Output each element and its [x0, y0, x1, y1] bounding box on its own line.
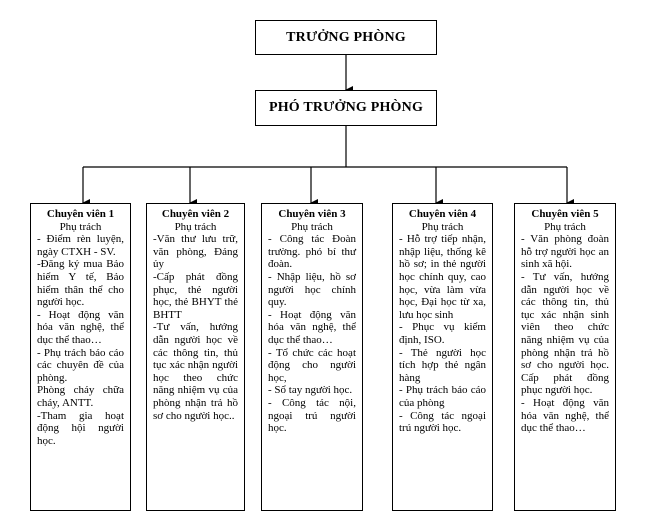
- specialist-1-item: Phòng cháy chữa cháy, ANTT.: [37, 384, 124, 409]
- specialist-2-item: -Cấp phát đồng phục, thẻ người học, thẻ …: [153, 270, 238, 321]
- specialist-1-subtitle: Phụ trách: [59, 220, 102, 233]
- specialist-5-item: - Văn phòng đoàn hỗ trợ người học an sin…: [521, 233, 609, 271]
- specialist-1-box: Chuyên viên 1 Phụ trách - Điểm rèn luyện…: [30, 203, 131, 511]
- specialist-1-item: -Đăng ký mua Bảo hiểm Y tế, Bảo hiểm thâ…: [37, 258, 124, 309]
- deputy-title: PHÓ TRƯỞNG PHÒNG: [268, 100, 424, 115]
- specialist-5-item: - Tư vấn, hướng dẫn người học về các thô…: [521, 270, 609, 397]
- specialist-2-item: -Văn thư lưu trữ, văn phòng, Đảng ủy: [153, 233, 238, 271]
- specialist-3-item: - Nhập liệu, hồ sơ người học chính quy.: [268, 270, 356, 309]
- specialist-5-item: - Hoạt động văn hóa văn nghệ, thể dục th…: [521, 396, 609, 435]
- specialist-4-item: - Thẻ người học tích hợp thẻ ngân hàng: [399, 346, 486, 384]
- specialist-5-title: Chuyên viên 5: [531, 208, 599, 220]
- specialist-4-item: - Công tác ngoại trú người học.: [399, 409, 486, 435]
- specialist-2-item: -Tư vấn, hướng dẫn người học về các thôn…: [153, 321, 238, 422]
- head-box: TRƯỞNG PHÒNG: [255, 20, 437, 55]
- specialist-1-item: - Phụ trách báo cáo các chuyên đề của ph…: [37, 346, 124, 384]
- specialist-3-item: - Công tác nội, ngoại trú người học.: [268, 396, 356, 435]
- specialist-5-subtitle: Phụ trách: [544, 220, 586, 233]
- specialist-2-subtitle: Phụ trách: [174, 220, 217, 233]
- specialist-3-item: - Công tác Đoàn trường. phó bí thư đoàn.: [268, 233, 356, 271]
- specialist-4-subtitle: Phụ trách: [421, 220, 464, 233]
- specialist-4-title: Chuyên viên 4: [408, 208, 477, 220]
- specialist-3-item: - Sổ tay người học.: [268, 384, 353, 397]
- specialist-4-item: - Hỗ trợ tiếp nhận, nhập liệu, thống kê …: [399, 233, 486, 321]
- specialist-3-subtitle: Phụ trách: [291, 220, 333, 233]
- specialist-2-box: Chuyên viên 2 Phụ trách -Văn thư lưu trữ…: [146, 203, 245, 511]
- specialist-1-item: - Hoạt động văn hóa văn nghệ, thể dục th…: [37, 308, 124, 346]
- specialist-3-item: - Hoạt động văn hóa văn nghệ, thể dục th…: [268, 308, 356, 346]
- specialist-1-title: Chuyên viên 1: [46, 208, 115, 220]
- specialist-4-item: - Phục vụ kiểm định, ISO.: [399, 321, 486, 346]
- specialist-1-item: -Tham gia hoạt động hội người học.: [37, 409, 124, 447]
- specialist-3-title: Chuyên viên 3: [278, 208, 346, 220]
- specialist-5-box: Chuyên viên 5 Phụ trách - Văn phòng đoàn…: [514, 203, 616, 511]
- specialist-3-box: Chuyên viên 3 Phụ trách - Công tác Đoàn …: [261, 203, 363, 511]
- head-title: TRƯỞNG PHÒNG: [286, 29, 406, 45]
- deputy-box: PHÓ TRƯỞNG PHÒNG: [255, 90, 437, 126]
- specialist-4-item: - Phụ trách báo cáo của phòng: [399, 384, 486, 409]
- specialist-3-item: - Tổ chức các hoạt động cho người học,: [268, 346, 356, 384]
- specialist-4-box: Chuyên viên 4 Phụ trách - Hỗ trợ tiếp nh…: [392, 203, 493, 511]
- specialist-2-title: Chuyên viên 2: [161, 208, 230, 220]
- specialist-1-item: - Điểm rèn luyện, ngày CTXH - SV.: [37, 233, 124, 258]
